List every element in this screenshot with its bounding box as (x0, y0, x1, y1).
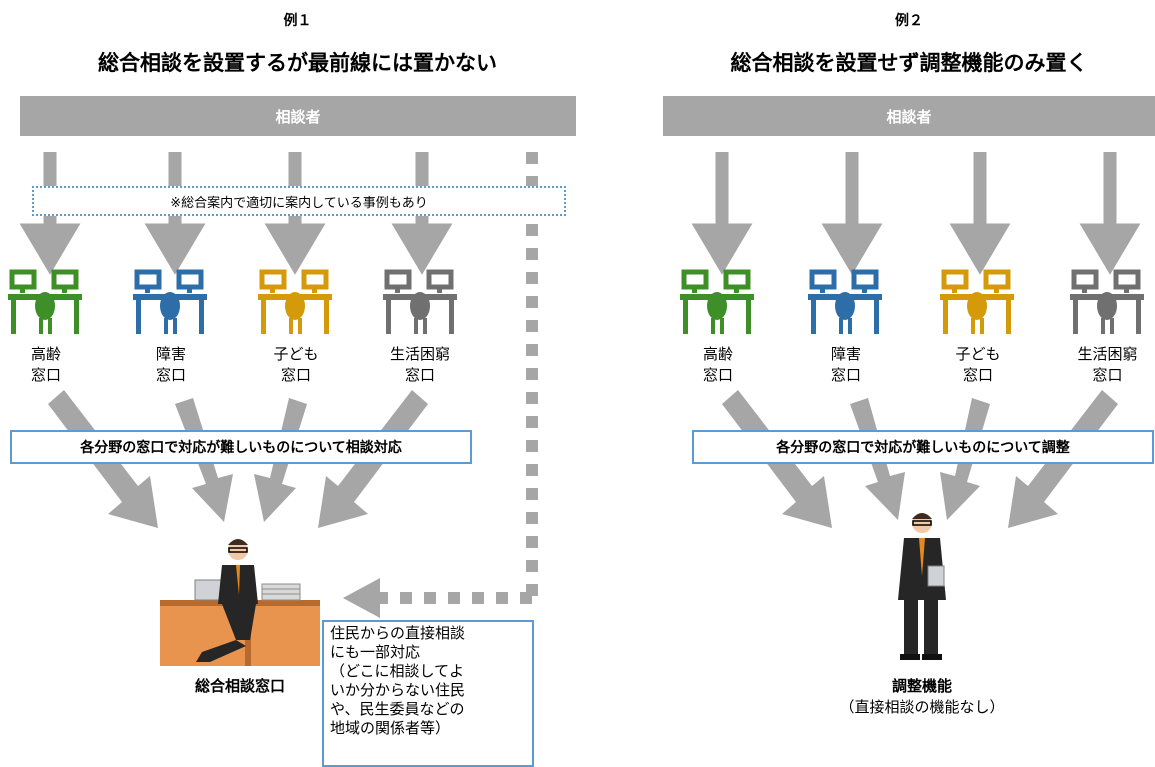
coordinator-caption: 調整機能 (891, 677, 952, 695)
window-label-disability: 障害窓口 (830, 345, 861, 384)
window-label-elderly: 高齢窓口 (30, 345, 61, 384)
consulter-bar-label: 相談者 (275, 107, 321, 126)
consultation-desk-illustration (160, 539, 320, 666)
example-1-label: 例１ (283, 13, 312, 29)
left-direct-route (343, 152, 538, 618)
direct-consultation-note: 住民からの直接相談 にも一部対応 （どこに相談してよ いか分からない住民 や、民… (322, 620, 534, 767)
consulter-bar-label: 相談者 (886, 107, 932, 126)
desk-icon-elderly (8, 269, 82, 334)
left-window-icons (8, 269, 457, 334)
right-down-arrows (691, 152, 1141, 275)
desk-icon-children (940, 269, 1014, 334)
consulter-bar: 相談者 (663, 96, 1155, 136)
window-label-poverty: 生活困窮窓口 (1077, 345, 1138, 384)
guidance-note: ※総合案内で適切に案内している事例もあり (32, 186, 566, 216)
general-desk-caption: 総合相談窓口 (194, 677, 285, 695)
desk-icon-poverty (383, 269, 457, 334)
right-middle-box: 各分野の窓口で対応が難しいものについて調整 (692, 430, 1154, 464)
left-middle-box: 各分野の窓口で対応が難しいものについて相談対応 (10, 430, 472, 464)
consulter-bar: 相談者 (20, 96, 576, 136)
coordinator-subcaption: （直接相談の機能なし） (839, 698, 1005, 716)
example-1-title: 総合相談を設置するが最前線には置かない (98, 51, 497, 75)
desk-icon-disability (808, 269, 882, 334)
left-down-arrows (19, 152, 453, 275)
example-2-label: 例２ (895, 13, 923, 29)
window-label-children: 子ども窓口 (273, 345, 319, 384)
desk-icon-poverty (1070, 269, 1144, 334)
desk-icon-elderly (680, 269, 754, 334)
coordinator-person-illustration (898, 513, 946, 660)
desk-icon-children (258, 269, 332, 334)
window-label-disability: 障害窓口 (155, 345, 186, 384)
right-window-icons (680, 269, 1144, 334)
example-2-title: 総合相談を設置せず調整機能のみ置く (730, 51, 1088, 75)
window-label-children: 子ども窓口 (955, 345, 1001, 384)
desk-icon-disability (133, 269, 207, 334)
window-label-elderly: 高齢窓口 (702, 345, 733, 384)
window-label-poverty: 生活困窮窓口 (389, 345, 450, 384)
